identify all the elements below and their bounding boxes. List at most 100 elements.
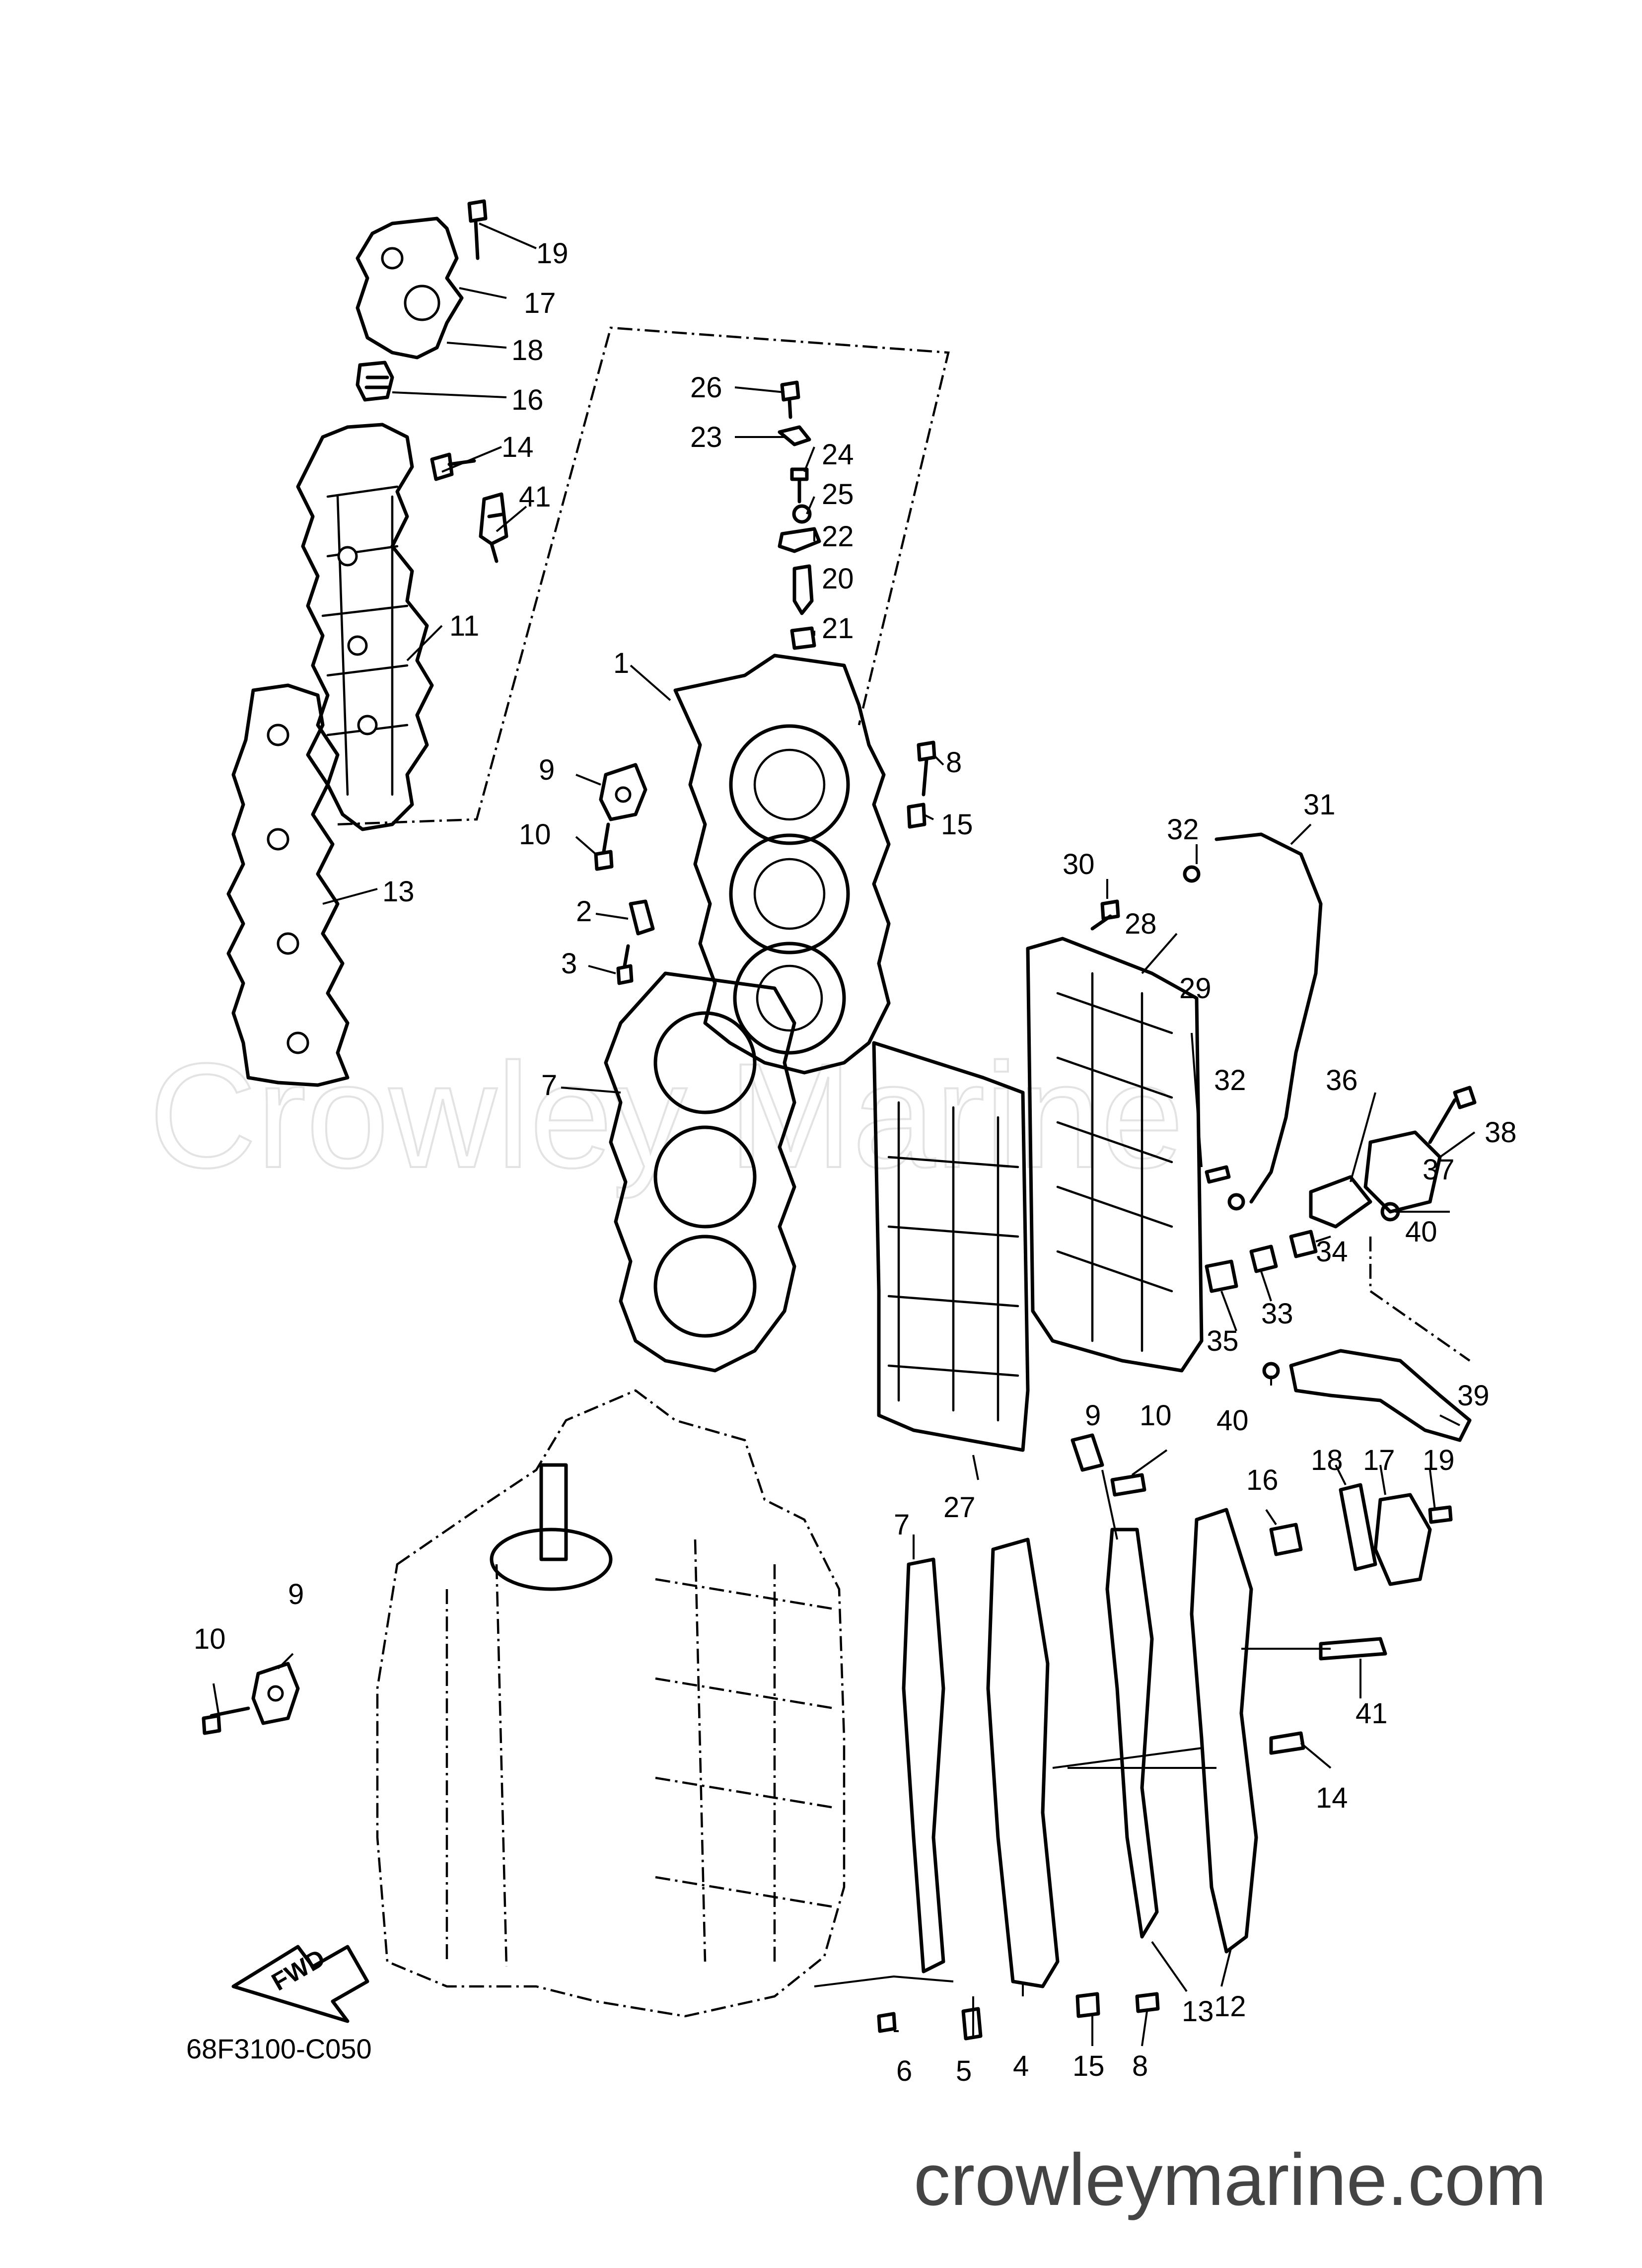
leader-line	[213, 1449, 1168, 1714]
sleeve-part	[907, 803, 927, 829]
callout-labels: 19 17 18 16 14 41 11 13 26 23 24 25 22 2…	[194, 237, 1517, 2087]
fwd-label: FWD	[267, 1944, 330, 1996]
callout-10: 10	[194, 1623, 226, 1655]
thermostat-cover-gasket	[1339, 1483, 1377, 1571]
bolt-part	[877, 2012, 897, 2033]
callout-28: 28	[1125, 908, 1157, 940]
anode-part	[251, 1662, 300, 1725]
holder-part	[778, 527, 821, 553]
callout-14: 14	[1316, 1782, 1348, 1814]
callout-15: 15	[1072, 2050, 1105, 2082]
clamp-part	[1262, 1362, 1280, 1380]
bolt-part	[616, 944, 634, 985]
callout-39: 39	[1457, 1380, 1490, 1412]
callout-40: 40	[1216, 1404, 1249, 1437]
sensor-part	[1319, 1637, 1387, 1661]
bolt-part	[202, 1706, 250, 1735]
callout-10: 10	[1140, 1399, 1172, 1432]
leader-line	[322, 222, 537, 905]
callout-1: 1	[613, 647, 629, 679]
thermostat-part	[356, 361, 394, 402]
leader-line	[561, 664, 944, 1094]
footer-url: crowleymarine.com	[914, 2139, 1547, 2221]
grommet-part	[1205, 1259, 1238, 1293]
chamber-inner	[753, 748, 826, 821]
callout-9: 9	[539, 754, 555, 786]
leader-line	[894, 1464, 1436, 2047]
callout-16: 16	[1246, 1464, 1279, 1496]
clip-part	[778, 425, 811, 446]
bracket-part	[961, 2007, 983, 2041]
clip-part	[629, 899, 655, 936]
lower-exhaust-assembly	[877, 1433, 1453, 2041]
joint-gasket	[1309, 1175, 1372, 1229]
valve-part	[1249, 1244, 1278, 1273]
sleeve-part	[1075, 1992, 1100, 2018]
callout-9: 9	[1085, 1399, 1101, 1432]
callout-16: 16	[511, 384, 544, 416]
callout-37: 37	[1423, 1154, 1455, 1186]
callout-19: 19	[536, 237, 569, 270]
callout-3: 3	[561, 948, 577, 980]
callout-17: 17	[1363, 1444, 1395, 1476]
callout-18: 18	[1311, 1444, 1343, 1476]
combustion-chamber	[729, 724, 850, 845]
upper-left-assembly	[226, 199, 950, 1087]
callout-38: 38	[1485, 1116, 1517, 1149]
cylinder-head-assembly	[594, 380, 936, 1075]
cylinder-block: FWD	[202, 1389, 846, 2023]
callout-30: 30	[1063, 848, 1095, 880]
callout-26: 26	[690, 371, 722, 404]
callout-8: 8	[1132, 2050, 1148, 2082]
cylinder-head	[673, 654, 891, 1075]
cover-ribs	[1056, 972, 1173, 1352]
lower-cover-inner	[986, 1537, 1060, 1988]
elbow-hose	[1289, 1349, 1472, 1442]
gasket-bore	[653, 1011, 757, 1114]
bolt-part	[780, 380, 800, 419]
callout-33: 33	[1261, 1298, 1293, 1330]
callout-17: 17	[524, 287, 556, 319]
callout-18: 18	[511, 334, 544, 366]
chamber-inner	[756, 964, 823, 1032]
cover-hole	[357, 715, 378, 735]
anode-hole	[615, 786, 632, 803]
lower-gasket-2	[1105, 1528, 1159, 1939]
callout-13: 13	[1182, 1995, 1214, 2028]
callout-7: 7	[894, 1509, 910, 1541]
exhaust-outer-cover	[1026, 937, 1204, 1373]
valve-part	[792, 564, 814, 615]
assembly-bracket	[337, 326, 950, 826]
spring-part	[1289, 1230, 1318, 1258]
gasket-hole	[267, 828, 289, 851]
joint-housing	[1363, 1130, 1442, 1214]
exhaust-cover	[296, 423, 434, 831]
gasket-hole	[286, 1031, 309, 1054]
fwd-arrow-icon	[231, 1945, 369, 2023]
exhaust-gasket	[226, 683, 350, 1087]
diagram-code: 68F3100-C050	[186, 2033, 372, 2064]
callout-34: 34	[1316, 1236, 1348, 1268]
water-hose	[1214, 832, 1323, 1204]
callout-23: 23	[690, 421, 722, 453]
callout-32: 32	[1167, 813, 1199, 846]
callout-32: 32	[1214, 1064, 1246, 1097]
callout-14: 14	[501, 431, 534, 463]
callout-31: 31	[1303, 789, 1336, 821]
crankshaft-end	[539, 1463, 568, 1561]
gasket-bore	[653, 1125, 757, 1229]
leader-line	[1106, 823, 1476, 1426]
leader-line	[814, 1648, 1331, 1987]
callout-7: 7	[541, 1069, 557, 1101]
bolt-part	[1090, 899, 1120, 931]
clamp-part	[1227, 1193, 1245, 1211]
chamber-inner	[753, 858, 826, 930]
lower-gasket	[902, 1557, 945, 1974]
sensor-part	[479, 492, 508, 563]
callout-9: 9	[288, 1578, 304, 1610]
head-gasket	[604, 971, 796, 1373]
callout-24: 24	[822, 439, 854, 471]
callout-11: 11	[449, 610, 479, 642]
head-gasket-assembly	[604, 971, 796, 1373]
callout-21: 21	[822, 612, 854, 645]
